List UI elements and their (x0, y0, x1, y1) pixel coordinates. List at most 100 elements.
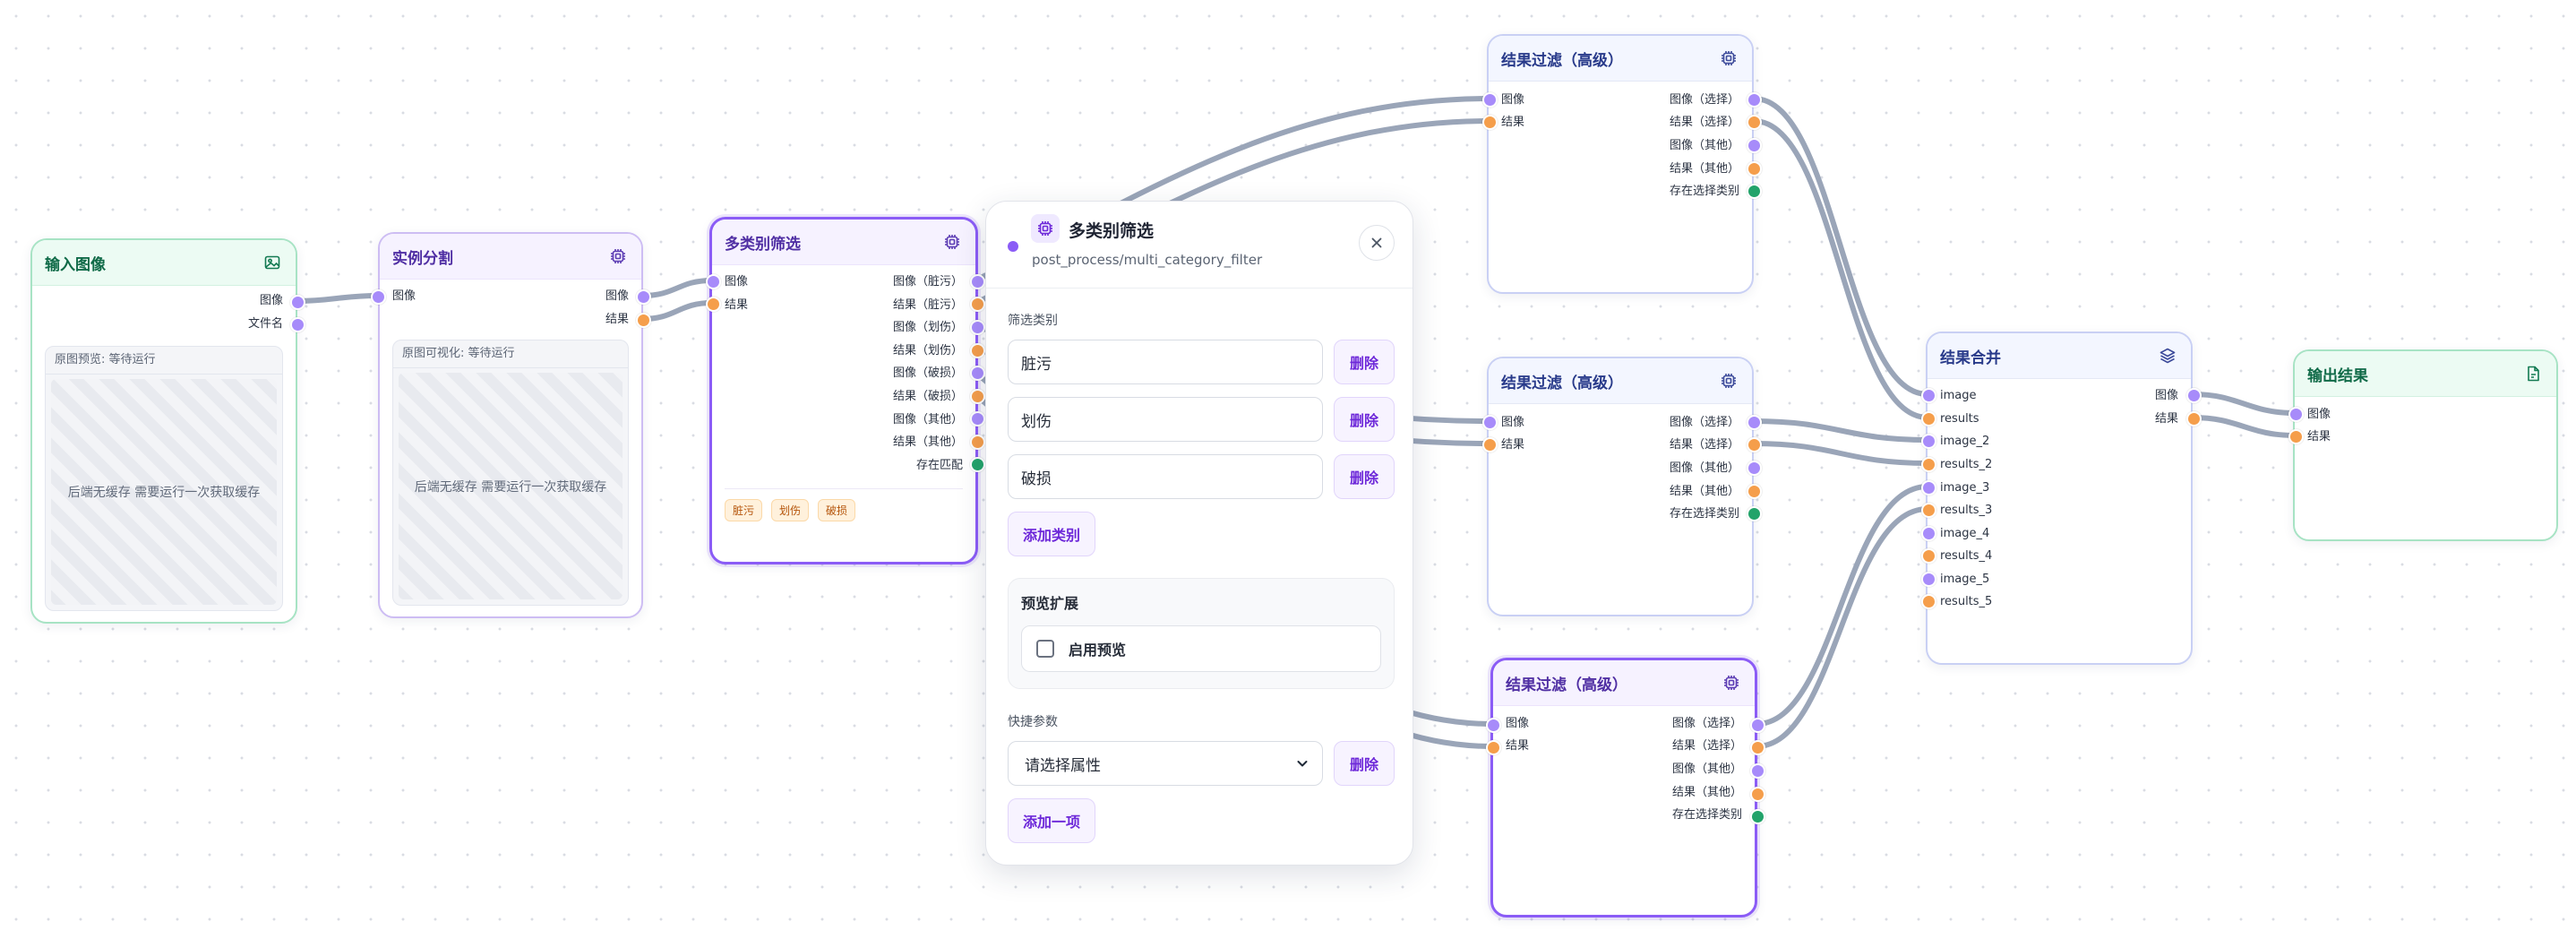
pin-seg-in-image[interactable] (371, 289, 386, 305)
pin-merge-in[interactable] (1921, 457, 1936, 472)
properties-panel[interactable]: 多类别筛选 post_process/multi_category_filter… (985, 201, 1413, 866)
input-label-image: 图像 (1501, 93, 1525, 107)
pin-f2-out[interactable] (1747, 484, 1762, 499)
node-instance-segmentation[interactable]: 实例分割 图像 图像 结果 原图可视化: 等待运行 后端无缓存 需要运行一次获取… (378, 232, 643, 618)
pin-merge-in[interactable] (1921, 434, 1936, 449)
node-result-filter-1[interactable]: 结果过滤（高级） 图像 结果 图像（选择） 结果（选择） 图像（其他） 结果（其… (1487, 34, 1754, 294)
pin-f2-out[interactable] (1747, 415, 1762, 430)
pin-seg-out-result[interactable] (636, 313, 651, 328)
output-label-filename: 文件名 (247, 317, 283, 331)
pin-filter-out[interactable] (970, 411, 985, 426)
node-header[interactable]: 结果合并 (1928, 333, 2191, 379)
pin-merge-in[interactable] (1921, 411, 1936, 426)
add-category-button[interactable]: 添加类别 (1008, 512, 1096, 556)
preview-extension-title: 预览扩展 (1021, 595, 1079, 612)
pin-merge-in[interactable] (1921, 548, 1936, 564)
pin-f3-out[interactable] (1750, 787, 1765, 802)
category-input-1[interactable] (1008, 340, 1323, 384)
input-label-result: 结果 (725, 298, 749, 312)
node-header[interactable]: 输出结果 (2295, 351, 2556, 397)
pin-output-in-result[interactable] (2288, 429, 2304, 444)
pin-f2-in-image[interactable] (1482, 415, 1498, 430)
pin-f3-out[interactable] (1750, 740, 1765, 755)
close-button[interactable] (1359, 225, 1395, 261)
pin-f3-out[interactable] (1750, 718, 1765, 733)
pin-f1-in-image[interactable] (1482, 92, 1498, 108)
output-label: 结果（其他） (1669, 162, 1739, 176)
node-result-merge[interactable]: 结果合并 image results image_2 results_2 ima… (1926, 332, 2193, 665)
pin-filter-out[interactable] (970, 297, 985, 312)
pin-filter-out[interactable] (970, 274, 985, 289)
delete-category-button[interactable]: 删除 (1334, 397, 1395, 442)
enable-preview-toggle[interactable]: 启用预览 (1021, 625, 1381, 672)
delete-category-button[interactable]: 删除 (1334, 340, 1395, 384)
input-label: results (1940, 412, 1979, 426)
pin-f1-out-flag[interactable] (1747, 184, 1762, 199)
node-result-filter-2[interactable]: 结果过滤（高级） 图像 结果 图像（选择） 结果（选择） 图像（其他） 结果（其… (1487, 357, 1754, 616)
output-label-match: 存在匹配 (915, 459, 963, 472)
wire-merge-to-output-result (2190, 415, 2297, 438)
node-title: 结果过滤（高级） (1501, 51, 1623, 70)
pin-filter-out[interactable] (970, 366, 985, 381)
pin-input-image-out-filename[interactable] (290, 317, 305, 332)
pin-merge-in[interactable] (1921, 388, 1936, 403)
pin-merge-in[interactable] (1921, 526, 1936, 541)
add-item-button[interactable]: 添加一项 (1008, 798, 1096, 843)
pin-f2-out[interactable] (1747, 461, 1762, 476)
pin-seg-out-image[interactable] (636, 289, 651, 305)
pin-filter-out-match[interactable] (970, 457, 985, 472)
node-multi-category-filter[interactable]: 多类别筛选 图像 结果 图像（脏污） 结果（脏污） 图像（划伤） 结果（划伤） … (709, 217, 978, 564)
input-label-image: 图像 (725, 275, 749, 289)
divider (725, 488, 963, 489)
pin-filter-out[interactable] (970, 320, 985, 335)
pin-f2-out-flag[interactable] (1747, 506, 1762, 521)
chip-icon (945, 235, 959, 249)
pin-f2-in-result[interactable] (1482, 437, 1498, 452)
pin-merge-in[interactable] (1921, 480, 1936, 495)
node-header[interactable]: 结果过滤（高级） (1489, 358, 1752, 404)
panel-header: 多类别筛选 post_process/multi_category_filter (986, 202, 1413, 289)
node-header[interactable]: 结果过滤（高级） (1489, 36, 1752, 82)
pin-merge-in[interactable] (1921, 572, 1936, 587)
pin-f2-out[interactable] (1747, 437, 1762, 452)
output-label: 图像（划伤） (892, 321, 963, 334)
delete-category-button[interactable]: 删除 (1334, 454, 1395, 499)
node-header[interactable]: 实例分割 (380, 234, 641, 280)
output-label: 结果（选择） (1669, 438, 1739, 452)
category-input-3[interactable] (1008, 454, 1323, 499)
pin-input-image-out-image[interactable] (290, 295, 305, 310)
enable-preview-checkbox[interactable] (1036, 640, 1054, 658)
pin-f3-in-image[interactable] (1486, 718, 1501, 733)
pin-merge-out-image[interactable] (2186, 388, 2202, 403)
quick-params-label: 快捷参数 (1008, 715, 1058, 729)
pin-f3-out[interactable] (1750, 763, 1765, 779)
pin-merge-in[interactable] (1921, 503, 1936, 518)
node-header[interactable]: 结果过滤（高级） (1493, 660, 1755, 706)
delete-param-button[interactable]: 删除 (1334, 741, 1395, 786)
pin-f1-in-result[interactable] (1482, 115, 1498, 130)
output-label: 结果（其他） (1669, 485, 1739, 498)
node-header[interactable]: 输入图像 (32, 240, 296, 286)
pin-filter-out[interactable] (970, 343, 985, 358)
chip-icon (1722, 374, 1736, 388)
node-header[interactable]: 多类别筛选 (712, 220, 975, 265)
pin-filter-in-result[interactable] (706, 297, 721, 312)
attribute-select[interactable]: 请选择属性 (1008, 741, 1323, 786)
node-output-result[interactable]: 输出结果 图像 结果 (2293, 349, 2558, 541)
pin-output-in-image[interactable] (2288, 407, 2304, 422)
pin-merge-out-result[interactable] (2186, 411, 2202, 426)
pin-f1-out[interactable] (1747, 138, 1762, 153)
pin-f1-out[interactable] (1747, 92, 1762, 108)
pin-filter-in-image[interactable] (706, 274, 721, 289)
node-result-filter-3[interactable]: 结果过滤（高级） 图像 结果 图像（选择） 结果（选择） 图像（其他） 结果（其… (1490, 658, 1757, 917)
pin-filter-out[interactable] (970, 389, 985, 404)
wire-seg-image-to-filter (640, 278, 715, 298)
pin-f3-in-result[interactable] (1486, 740, 1501, 755)
pin-f1-out[interactable] (1747, 115, 1762, 130)
pin-f1-out[interactable] (1747, 161, 1762, 177)
pin-merge-in[interactable] (1921, 594, 1936, 609)
category-input-2[interactable] (1008, 397, 1323, 442)
pin-filter-out[interactable] (970, 435, 985, 450)
node-input-image[interactable]: 输入图像 图像 文件名 原图预览: 等待运行 后端无缓存 需要运行一次获取缓存 (30, 238, 297, 624)
pin-f3-out-flag[interactable] (1750, 809, 1765, 824)
